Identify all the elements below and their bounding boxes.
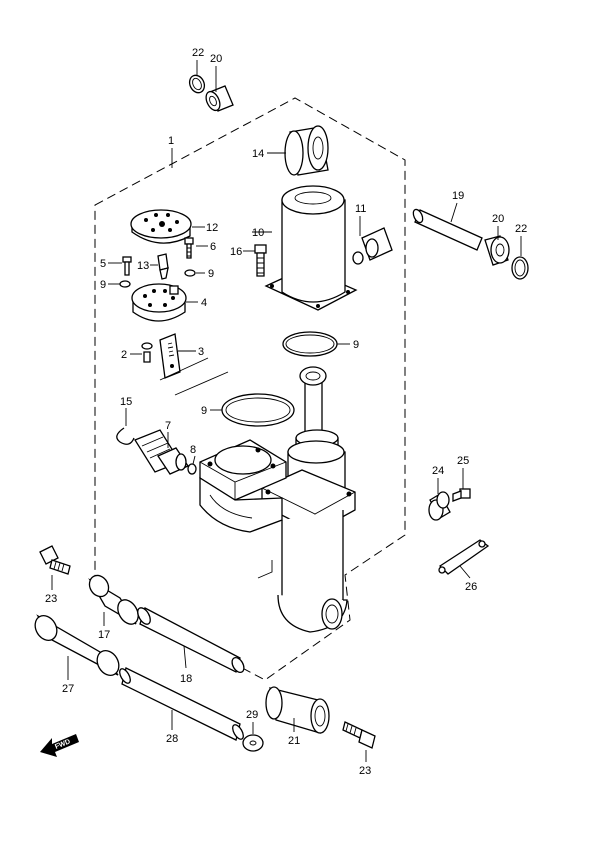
callout-26: 26 (465, 581, 477, 593)
part-27-sleeve (34, 614, 120, 676)
assembly-boundary (94, 97, 406, 681)
callout-5: 5 (100, 258, 106, 270)
callout-24: 24 (432, 465, 444, 477)
part-23-bolt-right (342, 721, 376, 749)
part-14-bushing (284, 125, 329, 176)
callout-13: 13 (137, 260, 149, 272)
callout-labels: 22 20 1 14 19 20 22 12 6 5 13 9 9 4 3 2 … (45, 47, 527, 777)
callout-2: 2 (121, 349, 127, 361)
callout-18: 18 (180, 673, 192, 685)
trim-cylinder-body (261, 366, 356, 633)
callout-23-left: 23 (45, 593, 57, 605)
part-9-oring-large-a-inner (285, 334, 335, 354)
callout-1: 1 (168, 135, 174, 147)
callout-20-right: 20 (492, 213, 504, 225)
part-7-manual-valve (134, 429, 189, 475)
part-21-bushing (265, 686, 330, 734)
part-10-trim-motor (264, 185, 358, 311)
part-8-oring (187, 463, 197, 475)
part-22-snap-ring-right (511, 256, 529, 280)
callout-6: 6 (210, 241, 216, 253)
callout-9-d: 9 (201, 405, 207, 417)
part-25-bolt (452, 488, 471, 502)
part-20-bushing-right (484, 235, 510, 266)
callout-20-top: 20 (210, 53, 222, 65)
callout-17: 17 (98, 629, 110, 641)
part-9-oring-large-a (282, 331, 338, 357)
callout-10: 10 (252, 227, 264, 239)
callout-8: 8 (190, 444, 196, 456)
callout-12: 12 (206, 222, 218, 234)
part-13-fitting (157, 253, 169, 280)
callout-29: 29 (246, 709, 258, 721)
part-17-sleeve (88, 574, 139, 625)
part-4-valve-body (131, 283, 187, 322)
part-9-oring-small-a (184, 269, 196, 277)
part-12-reservoir-cap (130, 209, 192, 244)
part-2-check-ball (141, 342, 153, 363)
tilt-manifold-housing (199, 439, 287, 533)
callout-16: 16 (230, 246, 242, 258)
connector-line (257, 560, 273, 579)
part-26-strap (438, 539, 490, 575)
callout-19: 19 (452, 190, 464, 202)
callout-9-a: 9 (208, 268, 214, 280)
callout-27: 27 (62, 683, 74, 695)
part-18-rod (137, 607, 245, 674)
callout-15: 15 (120, 396, 132, 408)
callout-9-b: 9 (100, 279, 106, 291)
callout-14: 14 (252, 148, 264, 160)
part-29-washer (242, 734, 264, 752)
callout-25: 25 (457, 455, 469, 467)
part-3-valve (159, 333, 181, 379)
part-16-bolt (254, 244, 267, 277)
callout-4: 4 (201, 297, 207, 309)
part-28-long-pin (119, 667, 244, 741)
callout-3: 3 (198, 346, 204, 358)
fwd-label: FWD (54, 738, 71, 750)
callout-22-right: 22 (515, 223, 527, 235)
leader-lines (51, 60, 522, 762)
part-23-bolt-left (39, 545, 71, 575)
callout-9-c: 9 (353, 339, 359, 351)
part-15-circlip (116, 427, 135, 445)
part-9-oring-large-b-inner (225, 397, 291, 423)
part-22-snap-ring-top (188, 74, 206, 94)
part-9-oring-large-b (221, 393, 295, 427)
callout-23-right: 23 (359, 765, 371, 777)
part-19-pin (412, 208, 483, 251)
part-5-screw (122, 256, 132, 276)
forward-arrow-icon: FWD (40, 734, 79, 757)
leader-valve (159, 357, 209, 381)
part-24-bushing (428, 491, 451, 521)
callout-28: 28 (166, 733, 178, 745)
part-11-fitting (352, 227, 393, 265)
callout-22-top: 22 (192, 47, 204, 59)
callout-11: 11 (355, 203, 366, 215)
callout-7: 7 (165, 420, 171, 432)
leader-valve-b (174, 371, 229, 396)
part-6-screw (184, 237, 194, 259)
part-9-oring-small-b (119, 280, 131, 288)
part-20-bushing-top (205, 85, 234, 112)
callout-21: 21 (288, 735, 300, 747)
